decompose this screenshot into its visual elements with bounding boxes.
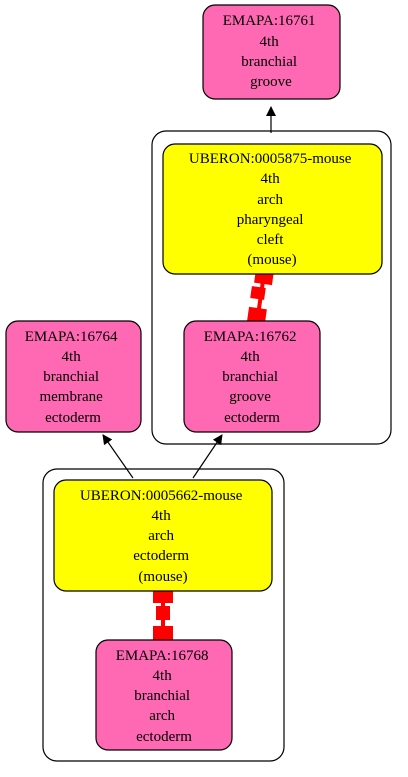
node-line: branchial [134,688,190,704]
node-line: ectoderm [224,410,280,426]
svg-text:EMAPA:16768 4th br: EMAPA:16768 4th branchial arch ectoderm [116,648,213,745]
node-line: EMAPA:16768 [116,648,209,664]
edge-uberon-0005662-to-emapa-16762 [192,434,223,479]
node-emapa-16762[interactable]: EMAPA:16762 4th branchial groove ectoder… [183,320,321,433]
equivalence-link-uberon-0005875-emapa-16762 [247,268,274,324]
node-line: branchial [43,369,99,385]
node-line: ectoderm [136,729,192,745]
node-line: 4th [261,171,281,187]
equivalence-link-uberon-0005662-emapa-16768 [153,588,173,642]
node-line: pharyngeal [237,212,304,228]
node-line: ectoderm [133,548,189,564]
node-emapa-16768[interactable]: EMAPA:16768 4th branchial arch ectoderm [95,639,233,751]
node-line: 4th [152,508,172,524]
node-line: (mouse) [138,569,187,585]
svg-text:UBERON:0005662-mouse 4th: UBERON:0005662-mouse 4th arch ectoderm (… [80,488,246,585]
node-line: arch [149,708,175,724]
node-line: 4th [260,34,280,50]
svg-text:EMAPA:16762 4th br: EMAPA:16762 4th branchial groove ectoder… [204,329,301,426]
node-line: EMAPA:16761 [223,13,316,29]
node-line: EMAPA:16762 [204,329,297,345]
node-emapa-16761[interactable]: EMAPA:16761 4th branchial groove [202,4,341,100]
svg-text:EMAPA:16761 4th br: EMAPA:16761 4th branchial groove [223,13,320,90]
node-line: UBERON:0005662-mouse [80,488,243,504]
svg-text:UBERON:0005875-mouse 4th: UBERON:0005875-mouse 4th arch pharyngeal… [189,151,355,268]
node-line: UBERON:0005875-mouse [189,151,352,167]
node-line: 4th [153,668,173,684]
node-line: branchial [222,369,278,385]
node-line: arch [257,192,283,208]
node-line: groove [250,74,292,90]
node-line: 4th [62,349,82,365]
node-line: 4th [241,349,261,365]
node-uberon-0005875[interactable]: UBERON:0005875-mouse 4th arch pharyngeal… [162,143,383,275]
node-line: arch [148,528,174,544]
node-line: ectoderm [45,410,101,426]
node-line: EMAPA:16764 [25,329,118,345]
node-emapa-16764[interactable]: EMAPA:16764 4th branchial membrane ectod… [5,320,142,433]
cluster-uberon-0005662 [42,468,285,762]
node-line: membrane [39,389,103,405]
edge-uberon-0005662-to-emapa-16764 [102,434,134,479]
node-line: cleft [257,232,284,248]
node-uberon-0005662[interactable]: UBERON:0005662-mouse 4th arch ectoderm (… [53,479,273,592]
node-line: groove [229,389,271,405]
svg-text:EMAPA:16764 4th br: EMAPA:16764 4th branchial membrane ectod… [25,329,122,426]
node-line: branchial [241,54,297,70]
node-line: (mouse) [247,252,296,268]
